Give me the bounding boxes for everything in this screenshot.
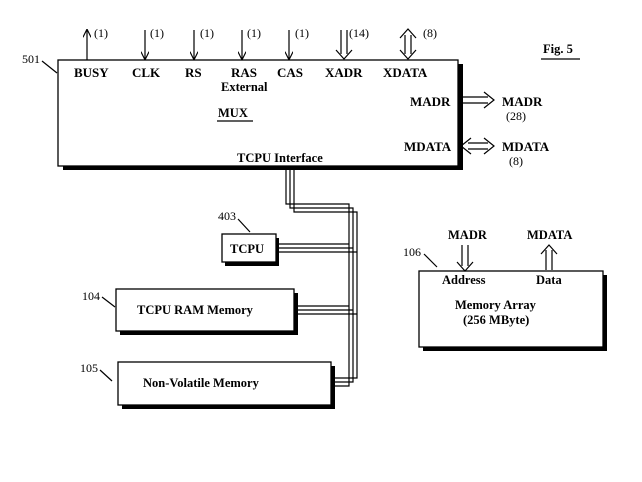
xadr-bus-arrow [335, 30, 353, 60]
nvm-ref-number: 105 [80, 361, 98, 375]
madr-count: (28) [506, 109, 526, 123]
mux-ref-leader [41, 60, 58, 74]
external-label: External [221, 80, 268, 94]
signal-ras-count: (1) [247, 26, 261, 40]
nvm-ref-leader [99, 369, 113, 382]
signal-busy-count: (1) [94, 26, 108, 40]
madr-inner-label: MADR [410, 94, 451, 109]
tcpu-block [221, 233, 279, 266]
tcpu-label: TCPU [230, 242, 264, 256]
tcpu-internal-bus [278, 166, 358, 387]
memory-array-ref-leader [423, 253, 438, 268]
signal-cas-count: (1) [295, 26, 309, 40]
madr-out-label: MADR [502, 94, 543, 109]
memory-array-ref-number: 106 [403, 245, 421, 259]
memory-array-label: Memory Array [455, 298, 537, 312]
tcpu-interface-label: TCPU Interface [237, 151, 323, 165]
tcpu-ref-leader [237, 218, 251, 233]
nvm-label: Non-Volatile Memory [143, 376, 260, 390]
ram-ref-number: 104 [82, 289, 100, 303]
mdata-count: (8) [509, 154, 523, 168]
signal-xadr-label: XADR [325, 65, 363, 80]
mdata-out-label: MDATA [502, 139, 550, 154]
signal-rs-label: RS [185, 65, 202, 80]
memory-array-address-label: Address [442, 273, 486, 287]
mdata-bus-arrow [460, 137, 495, 155]
signal-cas-label: CAS [277, 65, 303, 80]
memory-array-madr-arrow [456, 245, 474, 272]
signal-ras-label: RAS [231, 65, 257, 80]
signal-clk-label: CLK [132, 65, 161, 80]
memory-array-madr-label: MADR [448, 228, 488, 242]
mux-label: MUX [218, 106, 248, 120]
mux-ref-number: 501 [22, 52, 40, 66]
ram-ref-leader [101, 296, 116, 308]
figure-label: Fig. 5 [543, 42, 573, 56]
mux-block-rect [57, 59, 459, 167]
ram-block [115, 288, 298, 335]
signal-busy-label: BUSY [74, 65, 109, 80]
madr-bus-arrow [463, 91, 495, 109]
memory-array-data-label: Data [536, 273, 562, 287]
memory-array-mdata-arrow [540, 244, 558, 270]
memory-array-mdata-label: MDATA [527, 228, 572, 242]
signal-clk-count: (1) [150, 26, 164, 40]
xdata-bus-arrow [399, 28, 417, 60]
mux-block [57, 59, 463, 170]
memory-array-size-label: (256 MByte) [463, 313, 529, 327]
signal-xdata-count: (8) [423, 26, 437, 40]
signal-rs-count: (1) [200, 26, 214, 40]
nvm-block [117, 361, 335, 409]
mdata-inner-label: MDATA [404, 139, 452, 154]
tcpu-ref-number: 403 [218, 209, 236, 223]
signal-xdata-label: XDATA [383, 65, 428, 80]
memory-array-block [418, 270, 607, 351]
ram-label: TCPU RAM Memory [137, 303, 254, 317]
signal-xadr-count: (14) [349, 26, 369, 40]
